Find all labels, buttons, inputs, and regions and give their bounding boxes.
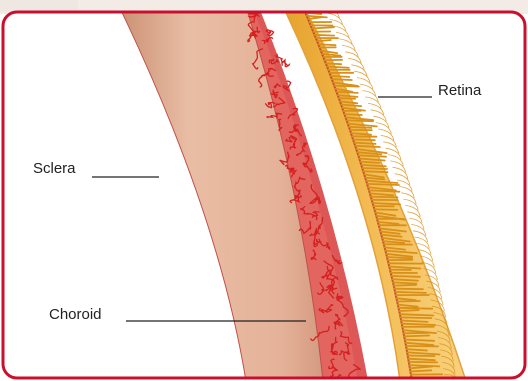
retina-label: Retina <box>438 82 481 100</box>
choroid-label: Choroid <box>49 306 102 324</box>
sclera-label: Sclera <box>33 160 76 178</box>
